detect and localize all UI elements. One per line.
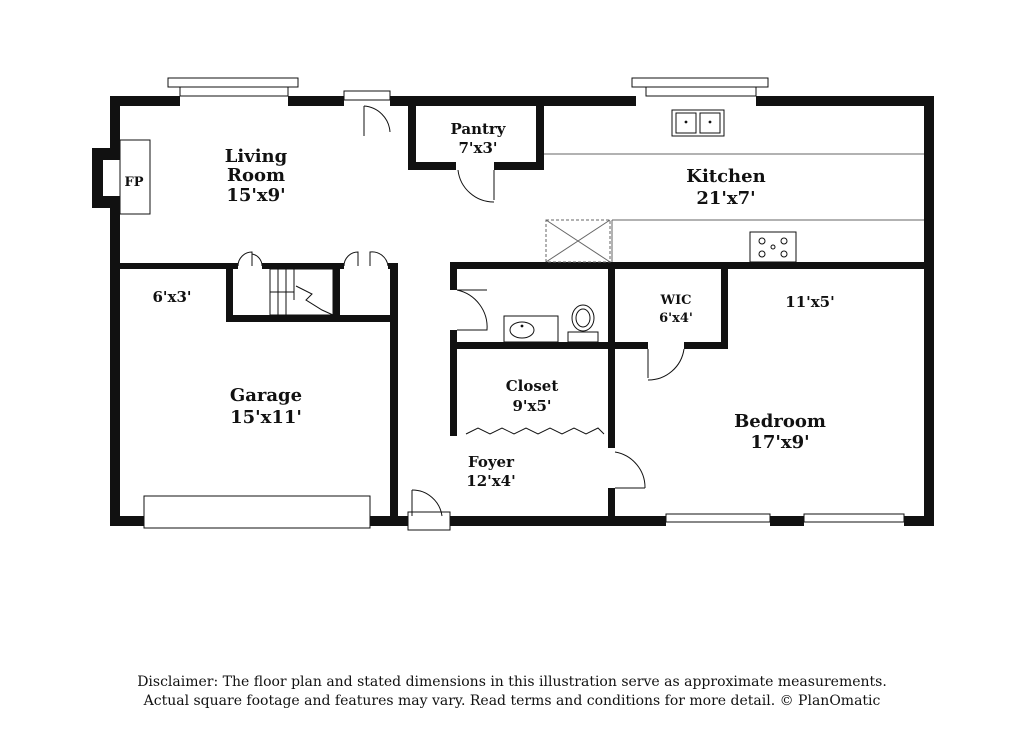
closet-name: Closet — [506, 377, 559, 395]
pantry-dims: 7'x3' — [458, 139, 497, 157]
stairs — [269, 268, 334, 316]
kitchen-sink — [671, 109, 725, 137]
wic-dims: 6'x4' — [659, 311, 693, 326]
living-room-dims: 15'x9' — [226, 185, 285, 206]
garage-name: Garage — [230, 385, 302, 406]
fireplace: FP — [92, 139, 151, 215]
fireplace-label: FP — [124, 175, 143, 190]
wic-name: WIC — [659, 293, 691, 308]
range-cooktop — [749, 231, 797, 263]
pantry-name: Pantry — [450, 120, 506, 138]
garage-dims: 15'x11' — [230, 407, 302, 428]
doors — [237, 90, 685, 531]
windows — [143, 77, 905, 529]
kitchen-name: Kitchen — [686, 166, 765, 187]
foyer-dims: 12'x4' — [466, 472, 515, 490]
disclaimer-line-1: Disclaimer: The floor plan and stated di… — [137, 674, 887, 690]
interior-walls — [120, 106, 934, 526]
bedroom-dims: 17'x9' — [750, 432, 809, 453]
disclaimer-line-2: Actual square footage and features may v… — [143, 693, 881, 709]
room-labels: Living Room 15'x9' Pantry 7'x3' Kitchen … — [152, 120, 834, 490]
storage-dims: 6'x3' — [152, 288, 191, 306]
bedroom-alcove-dims: 11'x5' — [785, 293, 834, 311]
living-room-name-line2: Room — [227, 165, 285, 186]
bedroom-name: Bedroom — [734, 411, 826, 432]
exterior-walls — [110, 96, 934, 526]
living-room-name-line1: Living — [225, 146, 288, 167]
closet-dims: 9'x5' — [512, 397, 551, 415]
fixtures — [503, 109, 797, 343]
refrigerator — [545, 219, 611, 263]
toilet — [567, 304, 599, 343]
foyer-name: Foyer — [468, 453, 515, 471]
bath-sink — [503, 315, 559, 343]
kitchen-dims: 21'x7' — [696, 188, 755, 209]
